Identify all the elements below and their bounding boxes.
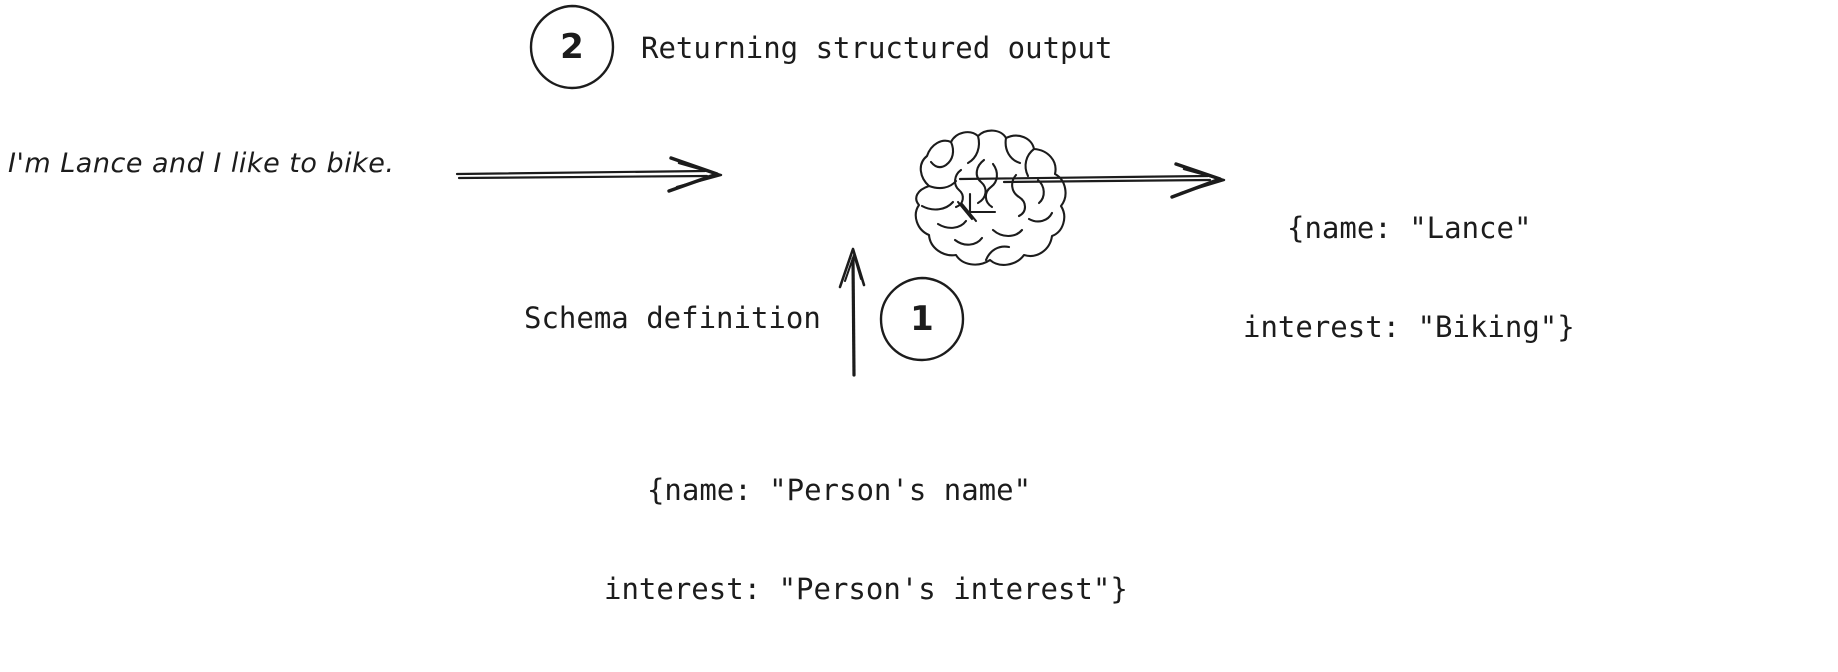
input-text: I'm Lance and I like to bike.: [8, 148, 395, 179]
step-badge-2: 2: [528, 3, 616, 91]
output-code-block: {name: "Lance" interest: "Biking"}: [1243, 146, 1575, 410]
step-badge-1-number: 1: [910, 299, 934, 339]
schema-code-line-2: interest: "Person's interest"}: [604, 572, 1128, 606]
step-1-label: Schema definition: [524, 301, 821, 335]
output-code-line-1: {name: "Lance": [1287, 211, 1532, 245]
arrow-schema-to-model: [828, 245, 888, 384]
schema-code-line-1: {name: "Person's name": [646, 473, 1032, 507]
circle-outline-icon: [529, 4, 615, 90]
arrow-input-to-model: [455, 150, 745, 204]
step-2-label: Returning structured output: [641, 31, 1113, 65]
schema-code-block: {name: "Person's name" interest: "Person…: [604, 408, 1128, 672]
circle-outline-icon: [879, 276, 965, 362]
arrow-model-to-output: [958, 155, 1248, 209]
step-badge-1: 1: [878, 275, 966, 363]
output-code-line-2: interest: "Biking"}: [1243, 310, 1575, 344]
step-badge-2-number: 2: [560, 27, 584, 67]
diagram-canvas: I'm Lance and I like to bike. 2 Returnin…: [8, 3, 1575, 606]
